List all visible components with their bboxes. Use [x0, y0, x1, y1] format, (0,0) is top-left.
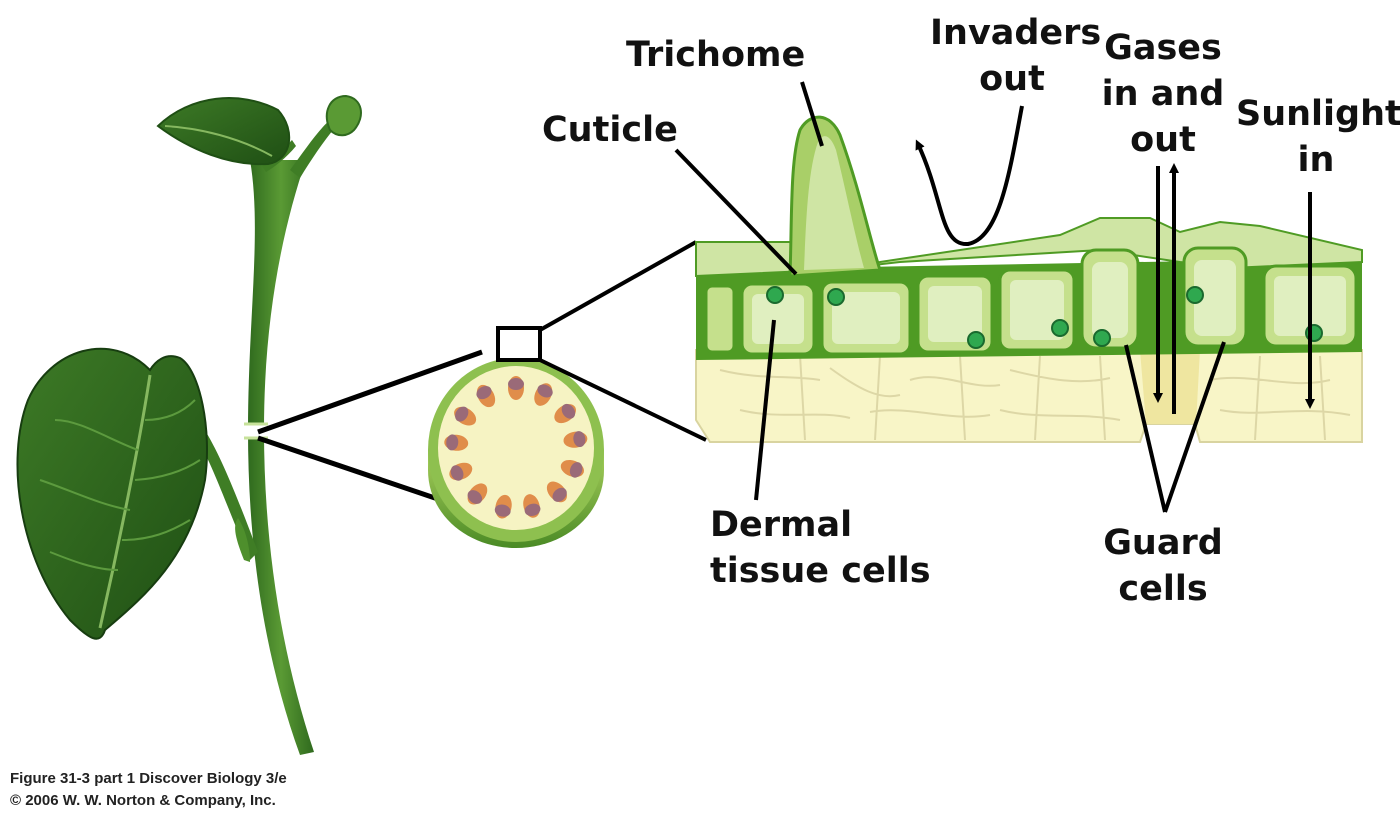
- arrow-icon: [915, 105, 1024, 247]
- plant-stem: [248, 160, 314, 755]
- bud-icon: [325, 94, 362, 137]
- label-guard: Guard cells: [1098, 520, 1228, 612]
- label-gases-line1: Gases: [1104, 28, 1222, 68]
- bud-stalk: [290, 118, 338, 178]
- label-invaders: Invaders out: [930, 10, 1102, 102]
- label-guard-line1: Guard: [1103, 523, 1223, 563]
- leader-cuticle: [674, 148, 798, 276]
- label-guard-line2: cells: [1118, 569, 1208, 609]
- label-dermal-line1: Dermal: [710, 505, 853, 545]
- ground-tissue: [695, 349, 1363, 443]
- sprout: [235, 518, 250, 562]
- leader-guard-left: [1124, 344, 1167, 513]
- arrows: [915, 105, 1315, 414]
- stem-cross-section: [428, 326, 604, 548]
- leader-guard-right: [1163, 341, 1226, 513]
- big-leaf: [16, 347, 208, 640]
- zoom-line: [257, 349, 483, 435]
- label-gases-line3: out: [1130, 120, 1196, 160]
- label-dermal-line2: tissue cells: [710, 551, 931, 591]
- label-trichome: Trichome: [626, 35, 806, 75]
- epidermis-block: [695, 115, 1363, 443]
- label-invaders-line2: out: [979, 59, 1045, 99]
- stem-cut-mark: [244, 424, 268, 438]
- vascular-bundles: [444, 376, 588, 519]
- label-sunlight-line2: in: [1297, 140, 1335, 180]
- label-sunlight: Sunlight in: [1236, 91, 1400, 183]
- zoom-line: [539, 358, 707, 442]
- label-invaders-line1: Invaders: [930, 13, 1102, 53]
- label-dermal: Dermal tissue cells: [710, 502, 931, 594]
- label-gases-line2: in and: [1101, 74, 1225, 114]
- leader-dermal: [754, 319, 776, 501]
- zoom-box: [496, 326, 542, 362]
- zoom-line: [539, 240, 697, 332]
- label-cuticle: Cuticle: [542, 110, 678, 150]
- leader-trichome: [800, 81, 824, 147]
- label-gases: Gases in and out: [1098, 25, 1228, 163]
- label-sunlight-line1: Sunlight: [1236, 94, 1400, 134]
- figure-credit-line2: © 2006 W. W. Norton & Company, Inc.: [10, 792, 276, 809]
- leader-lines: [674, 81, 1226, 513]
- figure-credit-line1: Figure 31-3 part 1 Discover Biology 3/e: [10, 770, 287, 787]
- plant-illustration: [16, 94, 362, 755]
